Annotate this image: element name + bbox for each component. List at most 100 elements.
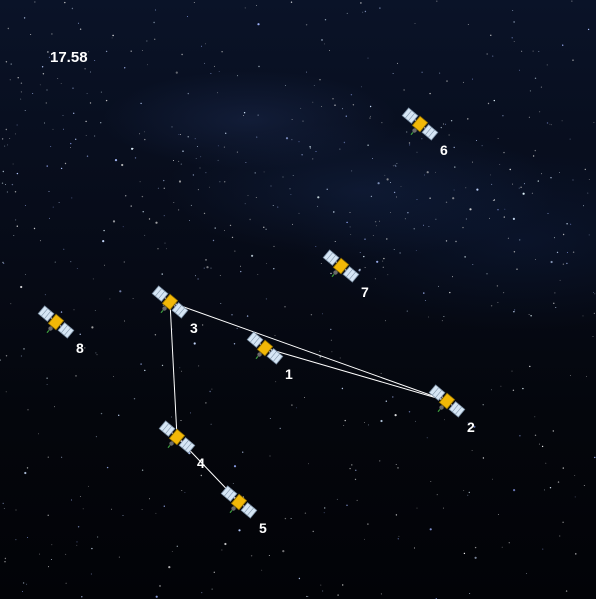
star	[386, 238, 388, 240]
star	[369, 117, 371, 119]
star	[532, 155, 535, 157]
star	[455, 240, 457, 243]
star	[414, 23, 416, 25]
star	[538, 443, 540, 445]
star	[518, 69, 520, 71]
star	[383, 257, 385, 260]
star	[398, 535, 400, 537]
star	[521, 50, 523, 52]
satellite-8[interactable]	[34, 300, 78, 344]
star	[94, 60, 96, 62]
star	[70, 142, 72, 145]
star	[155, 595, 158, 598]
star	[125, 195, 127, 197]
star	[430, 481, 432, 482]
star	[421, 71, 423, 74]
star	[332, 98, 334, 100]
star	[375, 225, 377, 227]
star	[201, 45, 203, 47]
star	[526, 573, 527, 575]
star	[111, 37, 113, 39]
star	[211, 388, 213, 390]
star	[534, 258, 536, 260]
star	[559, 171, 560, 173]
star	[4, 557, 7, 560]
star	[102, 240, 105, 243]
star	[509, 168, 511, 171]
star	[566, 262, 568, 265]
star	[367, 523, 369, 525]
star	[309, 146, 311, 148]
star	[269, 418, 271, 419]
star	[586, 375, 587, 377]
star	[199, 167, 201, 169]
star	[123, 261, 125, 263]
star	[214, 227, 216, 229]
star	[96, 354, 98, 356]
star	[178, 180, 182, 183]
star	[155, 9, 157, 11]
satellite-1[interactable]	[243, 326, 287, 370]
star	[155, 221, 158, 224]
star	[220, 302, 222, 304]
star	[486, 53, 488, 55]
star	[70, 261, 72, 263]
star	[445, 201, 448, 203]
star	[263, 171, 265, 173]
star	[364, 238, 366, 240]
star	[2, 502, 4, 505]
star	[242, 451, 244, 453]
star	[356, 499, 358, 501]
star	[14, 133, 16, 135]
star	[231, 236, 234, 239]
star	[118, 556, 120, 558]
star	[34, 1, 36, 3]
star	[472, 78, 473, 80]
star	[221, 549, 223, 551]
star	[87, 51, 89, 53]
star	[334, 241, 336, 242]
star	[7, 144, 9, 146]
star	[47, 51, 49, 53]
star	[292, 223, 293, 225]
star	[161, 364, 164, 367]
satellite-6[interactable]	[398, 102, 442, 146]
star	[114, 159, 118, 162]
star	[392, 165, 394, 167]
star	[54, 406, 56, 408]
star	[24, 204, 26, 206]
star	[444, 123, 446, 125]
star	[275, 381, 277, 383]
star	[512, 217, 516, 220]
star	[408, 142, 411, 144]
star	[139, 133, 141, 135]
star	[522, 192, 525, 195]
star	[284, 517, 287, 520]
star	[513, 311, 515, 313]
satellite-2[interactable]	[425, 379, 469, 423]
satellite-7[interactable]	[319, 244, 363, 288]
star	[251, 254, 254, 257]
satellite-4[interactable]	[155, 415, 199, 459]
star	[513, 21, 515, 23]
star	[217, 92, 218, 94]
star	[153, 21, 155, 24]
star	[32, 93, 34, 94]
satellite-5[interactable]	[217, 480, 261, 524]
star	[508, 542, 510, 544]
star	[512, 183, 513, 185]
star	[273, 245, 275, 247]
star	[229, 224, 232, 227]
star	[44, 294, 46, 296]
star	[415, 420, 416, 422]
star	[187, 136, 189, 138]
satellite-icon	[401, 107, 439, 141]
star	[476, 188, 479, 191]
star	[503, 292, 505, 294]
satellite-icon	[322, 249, 360, 283]
star	[429, 197, 431, 199]
satellite-icon	[220, 485, 258, 519]
satellite-3[interactable]	[148, 280, 192, 324]
star	[416, 151, 418, 153]
star	[1, 182, 4, 184]
